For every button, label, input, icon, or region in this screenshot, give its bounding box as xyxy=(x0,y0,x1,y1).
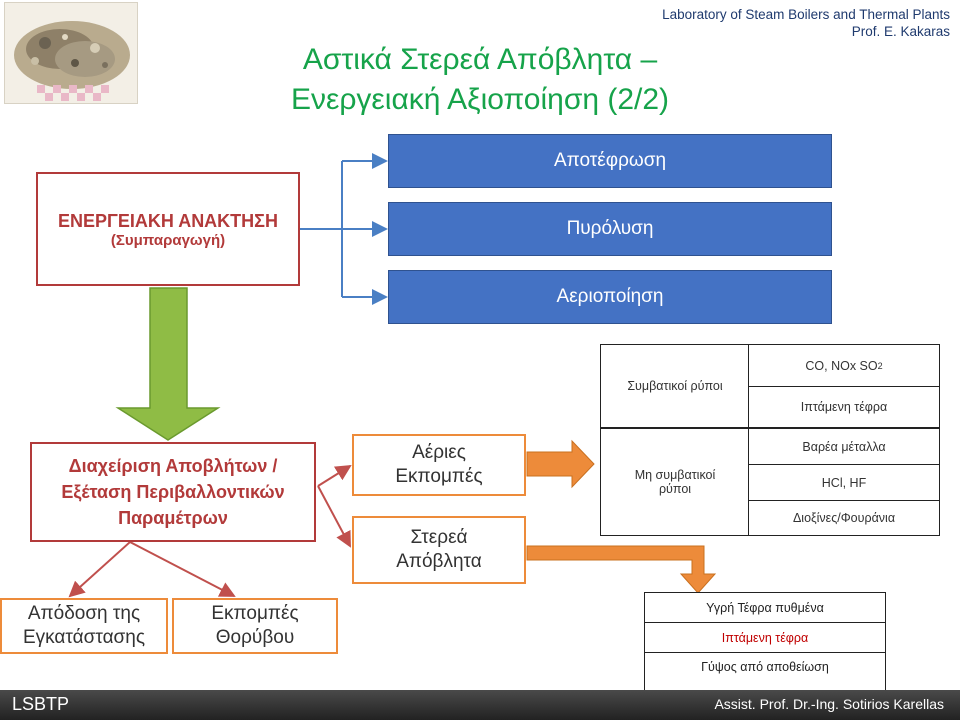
noise-emissions-box: Εκπομπές Θορύβου xyxy=(172,598,338,654)
energy-recovery-box: ΕΝΕΡΓΕΙΑΚΗ ΑΝΑΚΤΗΣΗ (Συμπαραγωγή) xyxy=(36,172,300,286)
solid-waste-line-2: Απόβλητα xyxy=(396,551,482,572)
slide-title: Αστικά Στερεά Απόβλητα – Ενεργειακή Αξιο… xyxy=(200,40,760,120)
footer-bar xyxy=(0,690,960,720)
residue-text-0: Υγρή Τέφρα πυθμένα xyxy=(706,601,824,615)
process-pyrolysis: Πυρόλυση xyxy=(388,202,832,256)
management-connectors xyxy=(68,464,352,598)
conventional-item-text: CO, NOx SO xyxy=(805,359,878,373)
residue-text-2: Γύψος από αποθείωση xyxy=(701,660,829,674)
gas-emissions-line-2: Εκπομπές xyxy=(395,466,483,487)
nonconventional-label-line-2: ρύποι xyxy=(658,482,692,496)
title-line-2: Ενεργειακή Αξιοποίηση (2/2) xyxy=(290,83,670,116)
title-line-1: Αστικά Στερεά Απόβλητα – xyxy=(302,43,658,76)
process-incineration: Αποτέφρωση xyxy=(388,134,832,188)
waste-management-line-3: Παραμέτρων xyxy=(118,508,228,528)
lab-name: Laboratory of Steam Boilers and Thermal … xyxy=(662,7,950,22)
waste-management-line-1: Διαχείριση Αποβλήτων / xyxy=(68,456,278,476)
nonconventional-item-hcl-hf: HCl, HF xyxy=(748,464,940,502)
footer-author: Assist. Prof. Dr.-Ing. Sotirios Karellas xyxy=(714,696,944,712)
plant-performance-line-1: Απόδοση της xyxy=(27,603,141,624)
energy-recovery-title: ΕΝΕΡΓΕΙΑΚΗ ΑΝΑΚΤΗΣΗ xyxy=(58,210,278,231)
plant-performance-box: Απόδοση της Εγκατάστασης xyxy=(0,598,168,654)
so2-subscript: 2 xyxy=(877,361,883,371)
nonconventional-item-dioxins: Διοξίνες/Φουράνια xyxy=(748,500,940,536)
conventional-item-fly-ash: Ιπτάμενη τέφρα xyxy=(748,386,940,428)
solid-residues-list: Υγρή Τέφρα πυθμένα Ιπτάμενη τέφρα Γύψος … xyxy=(644,592,886,700)
plant-performance-line-2: Εγκατάστασης xyxy=(22,627,146,648)
process-gasification: Αεριοποίηση xyxy=(388,270,832,324)
footer-lsbtp: LSBTP xyxy=(12,694,70,714)
process-connectors xyxy=(300,153,388,305)
gas-emissions-box: Αέριες Εκπομπές xyxy=(352,434,526,496)
nonconventional-pollutants-label: Μη συμβατικοί ρύποι xyxy=(600,428,750,536)
conventional-pollutants-label: Συμβατικοί ρύποι xyxy=(600,344,750,428)
gas-emissions-line-1: Αέριες xyxy=(412,442,466,463)
header-lab-info: Laboratory of Steam Boilers and Thermal … xyxy=(590,6,950,40)
noise-emissions-line-1: Εκπομπές xyxy=(211,603,299,624)
solid-waste-line-1: Στερεά xyxy=(410,527,468,548)
residue-fly-ash: Ιπτάμενη τέφρα xyxy=(644,622,886,654)
professor-name: Prof. E. Kakaras xyxy=(851,24,950,39)
energy-recovery-subtitle: (Συμπαραγωγή) xyxy=(110,231,226,249)
noise-emissions-line-2: Θορύβου xyxy=(215,627,295,648)
nonconventional-item-heavy-metals: Βαρέα μέταλλα xyxy=(748,428,940,466)
waste-management-line-2: Εξέταση Περιβαλλοντικών xyxy=(61,482,285,502)
waste-pile-drawing xyxy=(14,21,130,101)
residue-text-1: Ιπτάμενη τέφρα xyxy=(721,631,809,645)
residue-bottom-ash: Υγρή Τέφρα πυθμένα xyxy=(644,592,886,624)
residue-arrow xyxy=(526,545,717,594)
waste-management-box: Διαχείριση Αποβλήτων / Εξέταση Περιβαλλο… xyxy=(30,442,316,542)
nonconventional-label-line-1: Μη συμβατικοί xyxy=(634,468,716,482)
solid-waste-box: Στερεά Απόβλητα xyxy=(352,516,526,584)
emissions-arrow xyxy=(526,439,595,489)
big-down-arrow xyxy=(115,287,221,441)
waste-pile-image xyxy=(4,2,138,104)
